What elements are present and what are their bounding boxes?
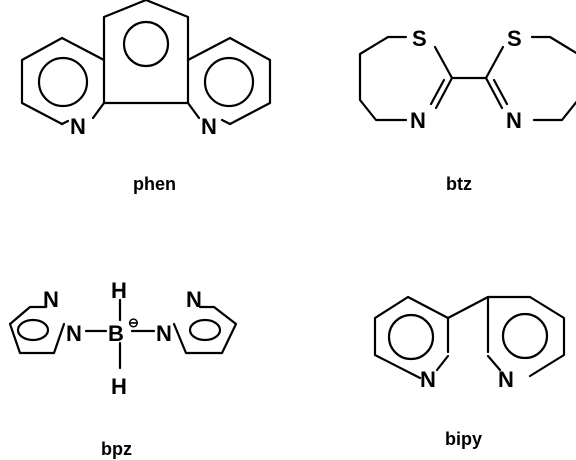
phen-left-aromatic-circle: [37, 56, 89, 108]
phen-central-aromatic-circle: [122, 20, 170, 68]
bpz-left-aromatic-ellipse: [16, 318, 50, 342]
btz-left-ring-bonds: [358, 35, 408, 122]
phen-left-ring-bond-n: [60, 119, 70, 126]
bpz-atom-n-left: N: [66, 321, 82, 346]
bipy-caption: bipy: [445, 429, 482, 449]
bipy-left-ring-bond-n: [435, 354, 450, 372]
bpz-left-ring-bonds: [8, 305, 66, 355]
bpz-atom-n-top-left: N: [43, 287, 59, 312]
bipy-left-aromatic-circle: [387, 313, 435, 361]
btz-left-s-c2: [433, 45, 454, 80]
bpz-atom-n-top-right: N: [186, 287, 202, 312]
btz-right-ring-bonds: [530, 35, 576, 122]
btz-atom-n1: N: [410, 108, 426, 133]
btz-atom-n2: N: [506, 108, 522, 133]
bpz-atom-boron: B: [108, 321, 124, 346]
phen-caption: phen: [133, 174, 176, 194]
phen-left-ring-bonds: [20, 36, 106, 126]
phen-atom-n1: N: [70, 114, 86, 139]
bipy-left-ring-bonds: [373, 295, 450, 380]
bpz-structure: N N B ⊖ N N H H bpz: [8, 278, 238, 459]
phen-right-aromatic-circle: [203, 56, 255, 108]
btz-right-c2-s: [484, 45, 505, 80]
bpz-caption: bpz: [101, 439, 132, 459]
phen-central-ring-bonds: [102, 0, 190, 62]
bipy-right-ring-bond-n: [486, 354, 502, 372]
btz-left-c2-n: [434, 76, 454, 110]
phen-atom-n2: N: [201, 114, 217, 139]
phen-bond-n1-bridge: [91, 101, 106, 120]
phen-right-ring-bond-n: [220, 118, 232, 126]
bipy-link-bond: [446, 295, 490, 320]
btz-atom-s1: S: [412, 26, 427, 51]
phen-bond-n2-bridge: [186, 101, 201, 120]
btz-atom-s2: S: [507, 26, 522, 51]
btz-caption: btz: [446, 174, 472, 194]
bpz-atom-h-top: H: [111, 278, 127, 303]
btz-right-c2-n: [484, 76, 504, 110]
phen-structure: N N phen: [20, 0, 272, 194]
bipy-right-aromatic-circle: [501, 312, 549, 360]
bipy-atom-n1: N: [420, 367, 436, 392]
btz-right-c2-n-double: [492, 78, 509, 106]
bipy-right-ring-bonds: [486, 295, 566, 378]
btz-structure: S N S N btz: [358, 26, 576, 194]
btz-left-c2-n-double: [429, 78, 446, 106]
phen-right-ring-bonds: [186, 36, 272, 126]
bipy-structure: N N bipy: [373, 295, 566, 449]
bpz-right-aromatic-ellipse: [188, 318, 222, 342]
bpz-atom-n-right: N: [156, 321, 172, 346]
bpz-right-ring-bonds: [172, 305, 238, 355]
bpz-negative-charge: ⊖: [128, 315, 139, 330]
bipy-atom-n2: N: [498, 367, 514, 392]
bpz-atom-h-bottom: H: [111, 374, 127, 399]
